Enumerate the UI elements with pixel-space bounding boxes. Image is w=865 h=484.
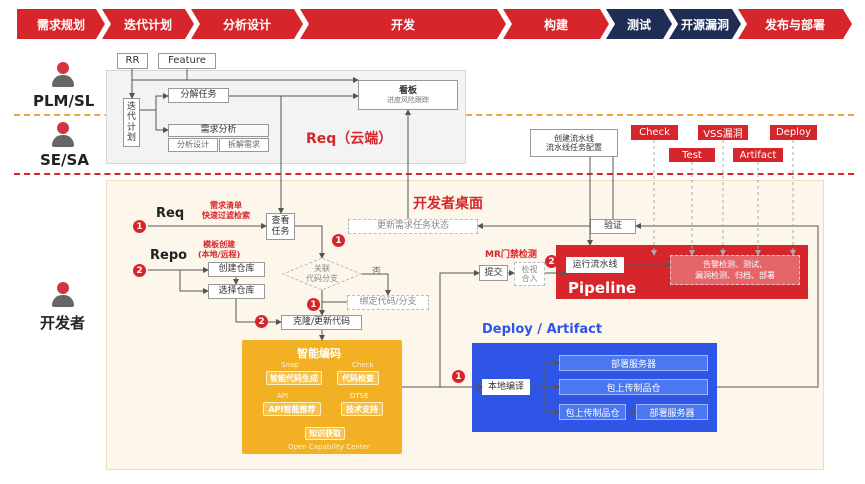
api-label: API xyxy=(277,392,289,400)
step-badge: 2 xyxy=(255,315,268,328)
role-se-sa: SE/SA xyxy=(40,151,89,169)
req-label: Req xyxy=(156,206,185,221)
phase-open-source-vuln: 开源漏洞 xyxy=(669,9,741,39)
phase-label: 分析设计 xyxy=(222,17,271,32)
iteration-plan-box: 迭代计划 xyxy=(123,98,140,147)
phase-requirements-planning: 需求规划 xyxy=(17,9,105,39)
dtse-label: DTSE xyxy=(350,392,369,400)
split-req-box: 拆解需求 xyxy=(219,138,269,152)
code-check: 代码检查 xyxy=(337,371,379,385)
step-badge: 1 xyxy=(307,298,320,311)
kanban-title: 看板 xyxy=(398,85,417,96)
repo-note: 模板创建 (本地/远程) xyxy=(198,240,240,260)
role-plm-sl: PLM/SL xyxy=(33,92,95,110)
phase-test: 测试 xyxy=(606,9,672,39)
knowledge: 知识获取 xyxy=(305,427,345,440)
tool-test: Test xyxy=(669,148,715,162)
role-separator xyxy=(14,173,854,175)
pipeline-title: Pipeline xyxy=(568,279,637,297)
step-badge: 2 xyxy=(133,264,146,277)
tool-check: Check xyxy=(631,125,678,140)
person-icon xyxy=(52,122,74,148)
phase-label: 开源漏洞 xyxy=(680,17,729,32)
analysis-design-box: 分析设计 xyxy=(168,138,218,152)
pipeline-config-line: 流水线任务配置 xyxy=(546,143,602,152)
api-recommend: API智能推荐 xyxy=(263,402,321,416)
pipeline-config-line: 创建流水线 xyxy=(554,133,594,143)
snap-label: Snap xyxy=(281,361,299,369)
run-pipeline-box: 运行流水线 xyxy=(566,257,624,273)
local-build-box: 本地编译 xyxy=(482,379,530,395)
update-status-box: 更新需求任务状态 xyxy=(348,219,478,234)
req-note-line: 需求清单 xyxy=(210,201,242,210)
repo-label: Repo xyxy=(150,248,188,263)
repo-note-line: 模板创建 xyxy=(203,240,236,249)
repo-note-line: (本地/远程) xyxy=(198,250,241,259)
req-cloud-panel xyxy=(106,70,466,164)
assoc-branch-label: 关联 代码分支 xyxy=(306,264,338,283)
smart-coding-title: 智能编码 xyxy=(297,347,341,360)
deploy-artifact-title: Deploy / Artifact xyxy=(482,322,603,337)
tool-vss: VSS漏洞 xyxy=(698,125,748,140)
phase-release-deploy: 发布与部署 xyxy=(738,9,852,39)
upload-artifact-item: 包上传制品仓 xyxy=(559,379,708,395)
phase-label: 开发 xyxy=(390,17,415,32)
feature-box: Feature xyxy=(158,53,216,69)
check-label: Check xyxy=(352,361,374,369)
phase-analysis-design: 分析设计 xyxy=(191,9,303,39)
smart-code-gen: 智能代码生成 xyxy=(266,371,322,385)
phase-development: 开发 xyxy=(300,9,506,39)
mr-gate-label: MR门禁检测 xyxy=(485,250,537,260)
clone-update-box: 克隆/更新代码 xyxy=(281,315,362,330)
phase-label: 需求规划 xyxy=(36,17,85,32)
step-badge: 2 xyxy=(545,255,558,268)
phase-label: 构建 xyxy=(543,17,568,32)
kanban-subtitle: 进度风险跟踪 xyxy=(387,96,429,105)
desktop-title: 开发者桌面 xyxy=(413,196,483,212)
pipeline-tasks-box: 告警检测、测试、 漏洞检测、归档、部署 xyxy=(670,255,800,285)
step-badge: 1 xyxy=(332,234,345,247)
tool-artifact: Artifact xyxy=(733,148,783,162)
pipeline-config-box: 创建流水线 流水线任务配置 xyxy=(530,129,618,157)
bind-branch-box: 绑定代码/分支 xyxy=(347,295,429,310)
step-badge: 1 xyxy=(452,370,465,383)
phase-iteration-plan: 迭代计划 xyxy=(102,9,194,39)
phase-label: 迭代计划 xyxy=(123,17,172,32)
req-note-line: 快速过滤检索 xyxy=(202,211,250,220)
req-cloud-title: Req（云端） xyxy=(306,131,393,147)
role-developer: 开发者 xyxy=(40,314,86,332)
kanban-box: 看板 进度风险跟踪 xyxy=(358,80,458,110)
step-badge: 1 xyxy=(133,220,146,233)
phase-label: 发布与部署 xyxy=(764,17,825,32)
no-label: 否 xyxy=(372,267,382,277)
tech-support: 技术支持 xyxy=(341,402,383,416)
person-icon xyxy=(52,282,74,308)
tool-deploy: Deploy xyxy=(770,125,817,140)
deploy-server-item: 部署服务器 xyxy=(559,355,708,371)
rr-box: RR xyxy=(117,53,148,69)
phase-label: 测试 xyxy=(626,17,651,32)
phase-build: 构建 xyxy=(503,9,609,39)
capability-center-label: Open Capability Center xyxy=(288,443,370,451)
req-note: 需求清单 快速过滤检索 xyxy=(202,201,250,221)
person-icon xyxy=(52,62,74,88)
